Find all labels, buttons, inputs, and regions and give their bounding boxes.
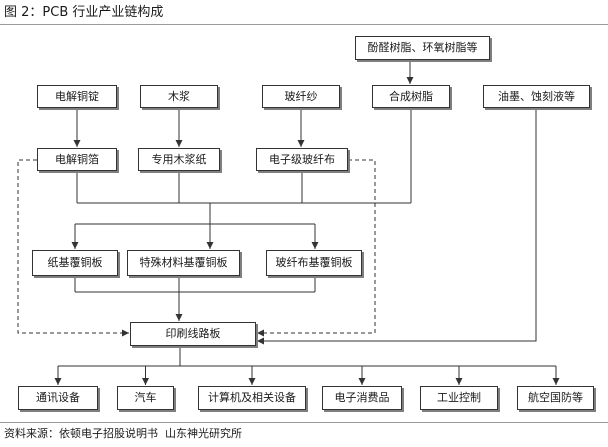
node-glass-yarn: 玻纤纱 xyxy=(262,85,340,108)
node-automobile: 汽车 xyxy=(117,386,174,410)
node-paper-ccl: 纸基覆铜板 xyxy=(32,250,118,276)
node-telecom: 通讯设备 xyxy=(18,386,98,410)
source-note: 资料来源：依顿电子招股说明书 山东神光研究所 xyxy=(4,427,242,440)
node-synthetic-resin: 合成树脂 xyxy=(372,85,450,108)
node-wood-pulp: 木浆 xyxy=(140,85,218,108)
node-glass-ccl: 玻纤布基覆铜板 xyxy=(266,250,362,276)
top-divider xyxy=(0,24,608,25)
dashed-copper-foil-to-pcb xyxy=(17,159,129,337)
node-phenolic-epoxy-resin: 酚醛树脂、环氧树脂等 xyxy=(355,36,490,60)
node-ink-etchant: 油墨、蚀刻液等 xyxy=(483,85,590,108)
node-special-ccl: 特殊材料基覆铜板 xyxy=(127,250,240,276)
node-aerospace-defense: 航空国防等 xyxy=(517,386,594,410)
node-copper-ingot: 电解铜锭 xyxy=(37,85,117,108)
bottom-divider xyxy=(0,422,608,423)
node-computer: 计算机及相关设备 xyxy=(198,386,306,410)
node-pcb: 印刷线路板 xyxy=(130,322,256,346)
node-industrial-control: 工业控制 xyxy=(420,386,498,410)
node-consumer-electronics: 电子消费品 xyxy=(322,386,402,410)
dashed-glass-cloth-to-pcb xyxy=(257,159,376,337)
node-pulp-paper: 专用木浆纸 xyxy=(138,148,220,171)
figure-title: 图 2：PCB 行业产业链构成 xyxy=(4,5,164,20)
node-glass-cloth: 电子级玻纤布 xyxy=(256,148,348,171)
node-copper-foil: 电解铜箔 xyxy=(37,148,117,171)
arrow-ink-to-pcb xyxy=(257,108,537,345)
